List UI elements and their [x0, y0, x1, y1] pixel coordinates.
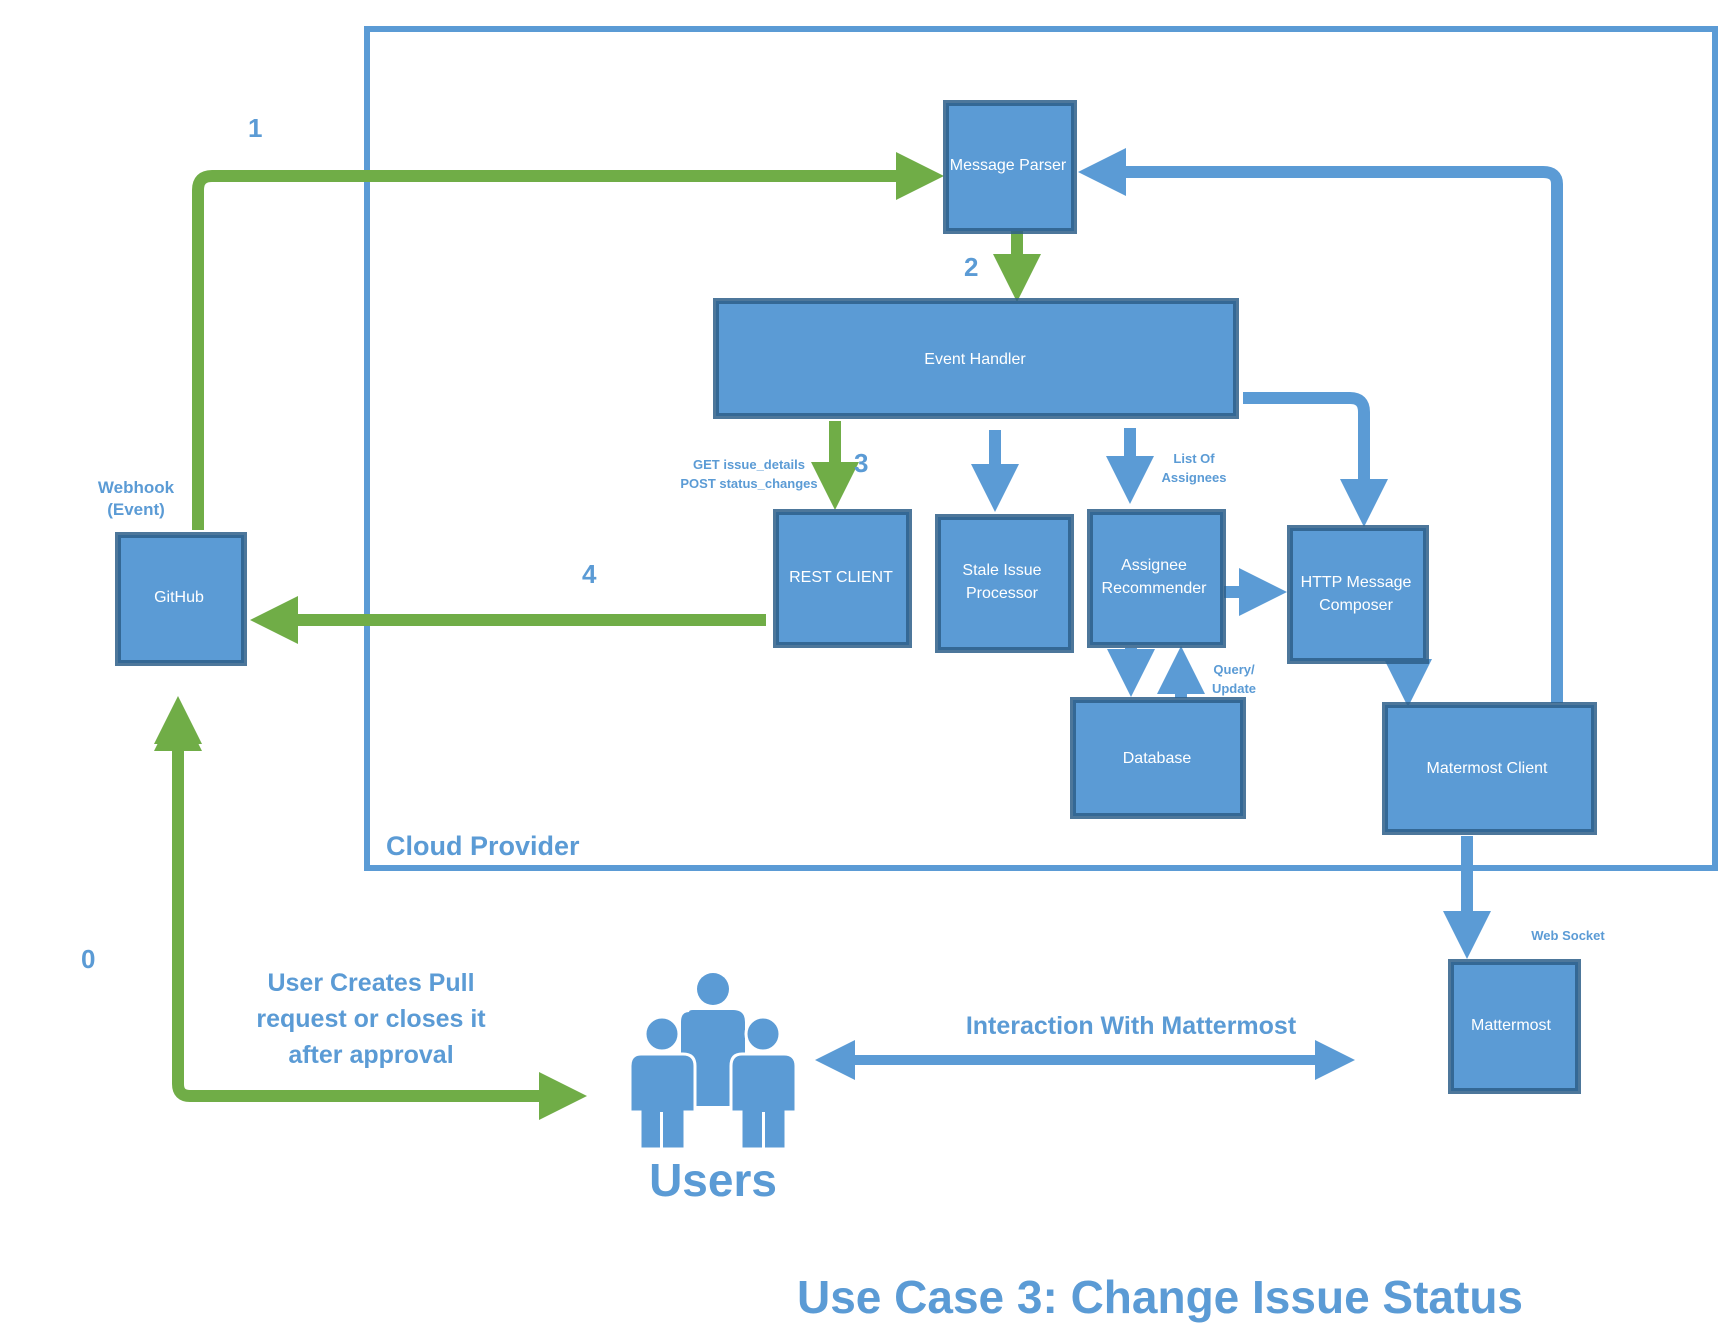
event-handler-box: Event Handler: [713, 298, 1239, 419]
user-action-label-line2: request or closes it: [256, 1005, 486, 1033]
database-label: Database: [1123, 750, 1192, 767]
assignee-recommender-label-line2: Recommender: [1102, 580, 1208, 597]
assignee-recommender-label-line1: Assignee: [1121, 557, 1187, 574]
query-update-label-line1: Query/: [1213, 662, 1255, 677]
mattermost-client-label: Matermost Client: [1427, 760, 1548, 777]
list-of-assignees-label-line2: Assignees: [1161, 470, 1226, 485]
list-of-assignees-label-line1: List Of: [1173, 451, 1215, 466]
assignee-recommender-box: Assignee Recommender: [1087, 509, 1226, 648]
mattermost-label: Mattermost: [1471, 1017, 1552, 1034]
stale-issue-processor-label-line2: Processor: [966, 585, 1039, 602]
webhook-label-line1: Webhook: [98, 478, 175, 497]
arrow-event-handler-to-http-composer: [1243, 392, 1388, 527]
rest-client-box: REST CLIENT: [773, 509, 912, 648]
event-handler-label: Event Handler: [924, 351, 1026, 368]
user-action-label-line1: User Creates Pull: [267, 969, 474, 997]
webhook-label-line2: (Event): [107, 500, 165, 519]
github-box: GitHub: [115, 532, 247, 666]
github-label: GitHub: [154, 589, 204, 606]
stale-issue-processor-box: Stale Issue Processor: [935, 514, 1074, 653]
arrow-users-github-bidirectional: [154, 703, 567, 1102]
step-number-0: 0: [81, 944, 95, 974]
mattermost-box: Mattermost: [1448, 959, 1581, 1094]
web-socket-label: Web Socket: [1531, 928, 1605, 943]
step-number-4: 4: [582, 559, 597, 589]
http-message-composer-box: HTTP Message Composer: [1287, 525, 1429, 664]
http-message-composer-label-line2: Composer: [1319, 597, 1393, 614]
step-number-3: 3: [854, 448, 868, 478]
query-update-label-line2: Update: [1212, 681, 1256, 696]
rest-calls-label-line2: POST status_changes: [680, 476, 817, 491]
step-number-1: 1: [248, 113, 262, 143]
message-parser-label: Message Parser: [950, 157, 1067, 174]
rest-calls-label-line1: GET issue_details: [693, 457, 805, 472]
mattermost-client-box: Matermost Client: [1382, 702, 1597, 835]
users-group-icon: [628, 973, 798, 1151]
message-parser-box: Message Parser: [943, 100, 1077, 234]
stale-issue-processor-label-line1: Stale Issue: [962, 562, 1041, 579]
step-number-2: 2: [964, 252, 978, 282]
arrow-mattermost-client-to-message-parser: [1078, 148, 1563, 703]
http-message-composer-label-line1: HTTP Message: [1301, 574, 1412, 591]
arrow-github-to-message-parser: [192, 152, 944, 530]
diagram-title: Use Case 3: Change Issue Status: [797, 1271, 1523, 1323]
database-box: Database: [1070, 697, 1246, 819]
user-action-label-line3: after approval: [288, 1041, 453, 1069]
interaction-label: Interaction With Mattermost: [966, 1012, 1297, 1040]
users-label: Users: [649, 1154, 777, 1206]
cloud-provider-label: Cloud Provider: [386, 831, 580, 861]
rest-client-label: REST CLIENT: [789, 569, 893, 586]
cloud-provider-container: [364, 26, 1718, 871]
